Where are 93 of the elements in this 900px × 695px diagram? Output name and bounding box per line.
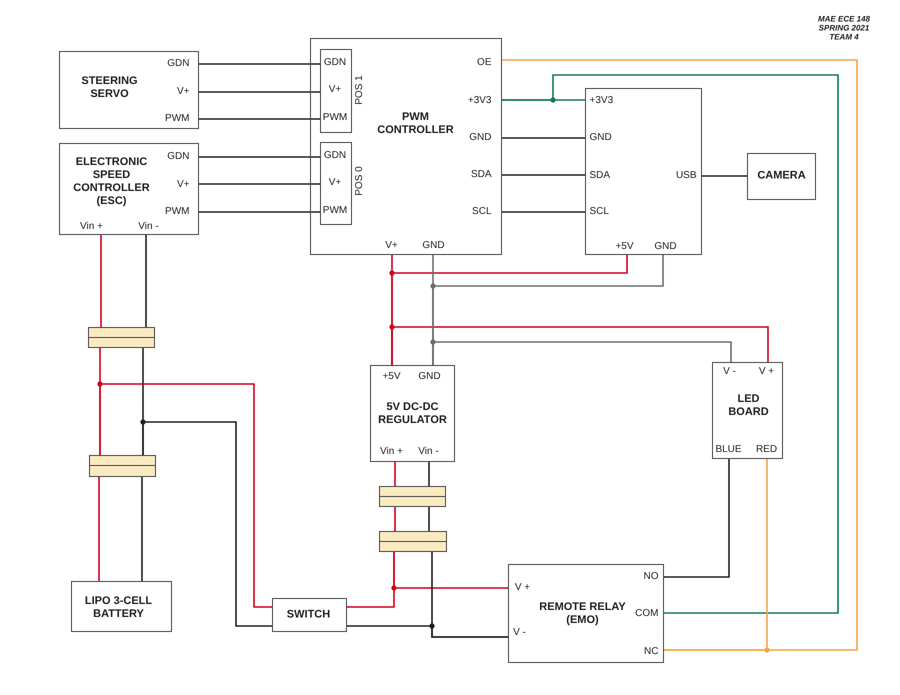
pin-label: NO bbox=[644, 570, 658, 582]
wire bbox=[199, 63, 320, 65]
pin-label: V+ bbox=[385, 240, 398, 252]
connector-block bbox=[379, 531, 447, 552]
pin-label: BLUE bbox=[715, 444, 742, 456]
pin-label: SDA bbox=[590, 170, 610, 182]
component-title: PWM CONTROLLER bbox=[376, 110, 455, 136]
component-box bbox=[712, 362, 783, 459]
pin-label: +3V3 bbox=[590, 94, 614, 106]
connector-block bbox=[379, 486, 446, 507]
wire bbox=[142, 421, 272, 627]
component-box bbox=[59, 51, 199, 129]
wire bbox=[702, 175, 747, 177]
wire bbox=[431, 552, 508, 638]
wire bbox=[99, 383, 272, 608]
pin-label: V+ bbox=[176, 178, 190, 190]
component-title: LED BOARD bbox=[727, 392, 770, 418]
position-label: POS 0 bbox=[354, 166, 366, 196]
pin-label: PWM bbox=[322, 112, 348, 124]
pin-label: USB bbox=[676, 170, 696, 182]
component-box bbox=[59, 143, 199, 235]
wire bbox=[391, 326, 769, 365]
wire bbox=[428, 507, 430, 531]
wire bbox=[199, 183, 320, 185]
component-box bbox=[585, 88, 702, 255]
pin-label: PWM bbox=[322, 205, 348, 217]
pin-label: Vin - bbox=[138, 220, 159, 232]
pin-label: V+ bbox=[328, 177, 342, 189]
wire bbox=[199, 91, 320, 93]
pin-label: +5V bbox=[615, 240, 634, 252]
wire bbox=[502, 174, 585, 176]
pin-label: +3V3 bbox=[468, 94, 492, 106]
pin-label: GND bbox=[654, 240, 677, 252]
pin-label: SCL bbox=[590, 206, 609, 218]
pin-label: Vin - bbox=[418, 446, 439, 458]
wire bbox=[428, 462, 430, 486]
pin-label: V - bbox=[723, 366, 736, 378]
wire bbox=[100, 235, 102, 327]
pin-label: GDN bbox=[324, 150, 346, 162]
pin-label: GND bbox=[418, 370, 441, 382]
connector-block bbox=[89, 455, 156, 477]
wire bbox=[502, 137, 585, 139]
pin-label: NC bbox=[644, 646, 658, 658]
component-box bbox=[272, 598, 347, 632]
wire bbox=[664, 459, 730, 578]
pin-label: GND bbox=[590, 132, 612, 144]
wire bbox=[502, 211, 585, 213]
wire bbox=[199, 118, 320, 120]
wire bbox=[394, 507, 396, 531]
wire bbox=[199, 211, 320, 213]
component-title: 5V DC-DC REGULATOR bbox=[377, 400, 448, 426]
pin-label: PWM bbox=[165, 112, 190, 124]
pin-label: SCL bbox=[472, 206, 492, 218]
pin-label: PWM bbox=[165, 206, 190, 218]
connector-block bbox=[88, 327, 155, 348]
component-title: REMOTE RELAY (EMO) bbox=[538, 600, 627, 626]
wire bbox=[432, 341, 732, 365]
position-label: POS 1 bbox=[354, 75, 366, 105]
wire bbox=[393, 552, 508, 589]
component-title: LIPO 3-CELL BATTERY bbox=[84, 594, 154, 620]
component-box bbox=[370, 365, 455, 462]
wire bbox=[141, 477, 143, 581]
pin-label: OE bbox=[477, 56, 492, 68]
wire bbox=[394, 462, 396, 486]
component-box bbox=[747, 153, 816, 200]
wire bbox=[98, 477, 100, 581]
pin-label: GND bbox=[422, 240, 445, 252]
pin-label: SDA bbox=[470, 168, 492, 180]
pin-label: V + bbox=[514, 582, 530, 594]
component-box bbox=[71, 581, 172, 632]
wire bbox=[664, 459, 768, 651]
component-title: ELECTRONIC SPEED CONTROLLER (ESC) bbox=[72, 156, 151, 208]
pin-label: GDN bbox=[324, 57, 346, 69]
component-title: CAMERA bbox=[756, 169, 807, 182]
pin-label: V - bbox=[513, 626, 526, 638]
pin-label: RED bbox=[756, 444, 778, 456]
pin-label: Vin + bbox=[380, 446, 403, 458]
component-title: STEERING SERVO bbox=[80, 74, 139, 100]
pin-label: Vin + bbox=[80, 220, 103, 232]
pin-label: +5V bbox=[382, 370, 401, 382]
wire bbox=[199, 156, 320, 158]
course-note: MAE ECE 148 SPRING 2021 TEAM 4 bbox=[816, 14, 872, 42]
component-box bbox=[310, 38, 502, 255]
pin-label: V + bbox=[758, 366, 774, 378]
pin-label: V+ bbox=[176, 86, 190, 98]
component-title: SWITCH bbox=[286, 608, 332, 621]
pin-label: GDN bbox=[167, 58, 190, 70]
pin-label: GDN bbox=[167, 150, 190, 162]
pin-label: COM bbox=[635, 608, 658, 620]
pin-label: GND bbox=[469, 132, 492, 144]
component-box bbox=[508, 564, 664, 663]
pin-label: V+ bbox=[328, 84, 342, 96]
wire bbox=[145, 235, 147, 327]
